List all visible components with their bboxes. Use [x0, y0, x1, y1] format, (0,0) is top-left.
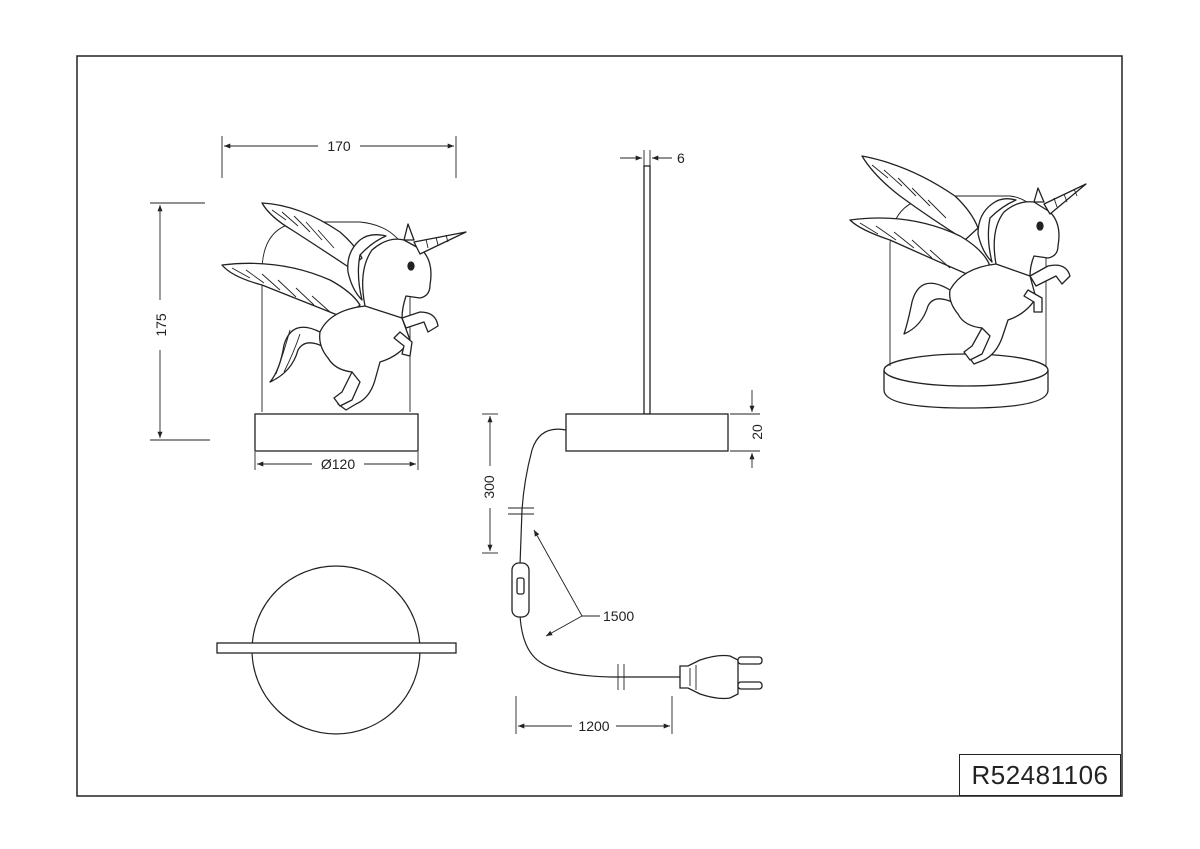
front-view-base [254, 413, 419, 452]
perspective-base-top [883, 353, 1049, 387]
cable-total-leader-2 [545, 615, 583, 637]
base-height-dim-label: 20 [749, 424, 765, 440]
power-plug [679, 654, 739, 700]
top-view [216, 565, 457, 735]
cable-total-label: 1500 [603, 608, 634, 624]
part-number: R52481106 [971, 759, 1109, 790]
width-dim-label: 170 [327, 138, 351, 154]
perspective-view [849, 155, 1087, 409]
cable-vert-dim-label: 300 [481, 475, 497, 499]
front-view: 170 175 Ø120 [150, 136, 467, 472]
part-number-box: R52481106 [959, 754, 1121, 796]
plug-pin-bottom [737, 681, 763, 690]
unicorn-figure-perspective [849, 155, 1087, 365]
cable-horiz-dim-label: 1200 [578, 718, 609, 734]
power-cable [519, 428, 567, 566]
base-dim-label: Ø120 [321, 456, 355, 472]
inline-switch-button [516, 577, 525, 595]
side-view-panel [643, 165, 651, 415]
height-dim-label: 175 [153, 313, 169, 337]
top-view-panel [216, 642, 457, 654]
plug-pin-top [737, 656, 763, 665]
stem-dim-label: 6 [677, 150, 685, 166]
cable-total-leader-1 [533, 529, 583, 617]
side-view-base [565, 413, 729, 452]
side-view: 6 20 300 1500 [481, 150, 765, 734]
power-cable-lower [519, 614, 688, 678]
unicorn-figure-front [221, 202, 467, 411]
drawing-frame [76, 55, 1123, 797]
